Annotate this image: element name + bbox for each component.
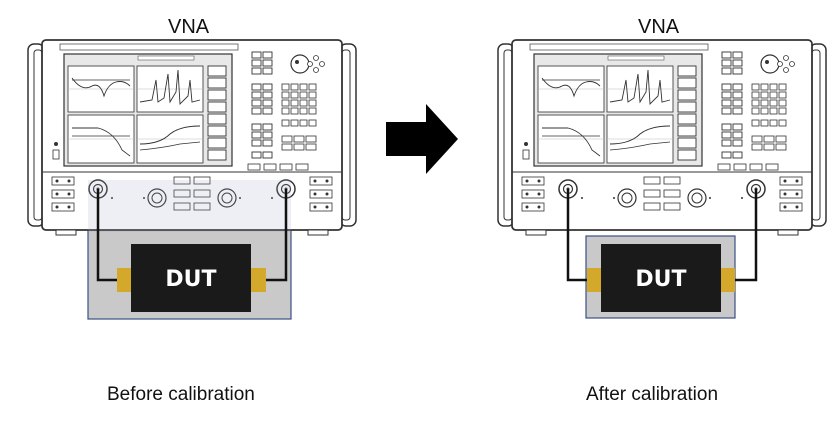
caption-after: After calibration [586, 384, 719, 405]
vna-title-after: VNA [638, 16, 680, 38]
caption-before: Before calibration [107, 384, 255, 405]
after-panel: DUT [497, 39, 827, 319]
dut-connector-right [720, 268, 735, 292]
right-arrow-icon [386, 104, 458, 174]
dut-label: DUT [635, 267, 686, 292]
dut-label: DUT [165, 267, 216, 292]
dut-box [131, 244, 251, 312]
dut-connector-left [117, 268, 132, 292]
vna-instrument-after [497, 39, 827, 236]
cable-left [566, 189, 589, 282]
before-panel: DUT [27, 39, 357, 320]
vna-title-before: VNA [168, 16, 210, 38]
dut-box [601, 244, 721, 312]
dut-connector-left [587, 268, 602, 292]
cable-right [266, 189, 288, 282]
dut-connector-right [251, 268, 266, 292]
cable-right [735, 189, 758, 282]
cable-left [96, 189, 118, 282]
